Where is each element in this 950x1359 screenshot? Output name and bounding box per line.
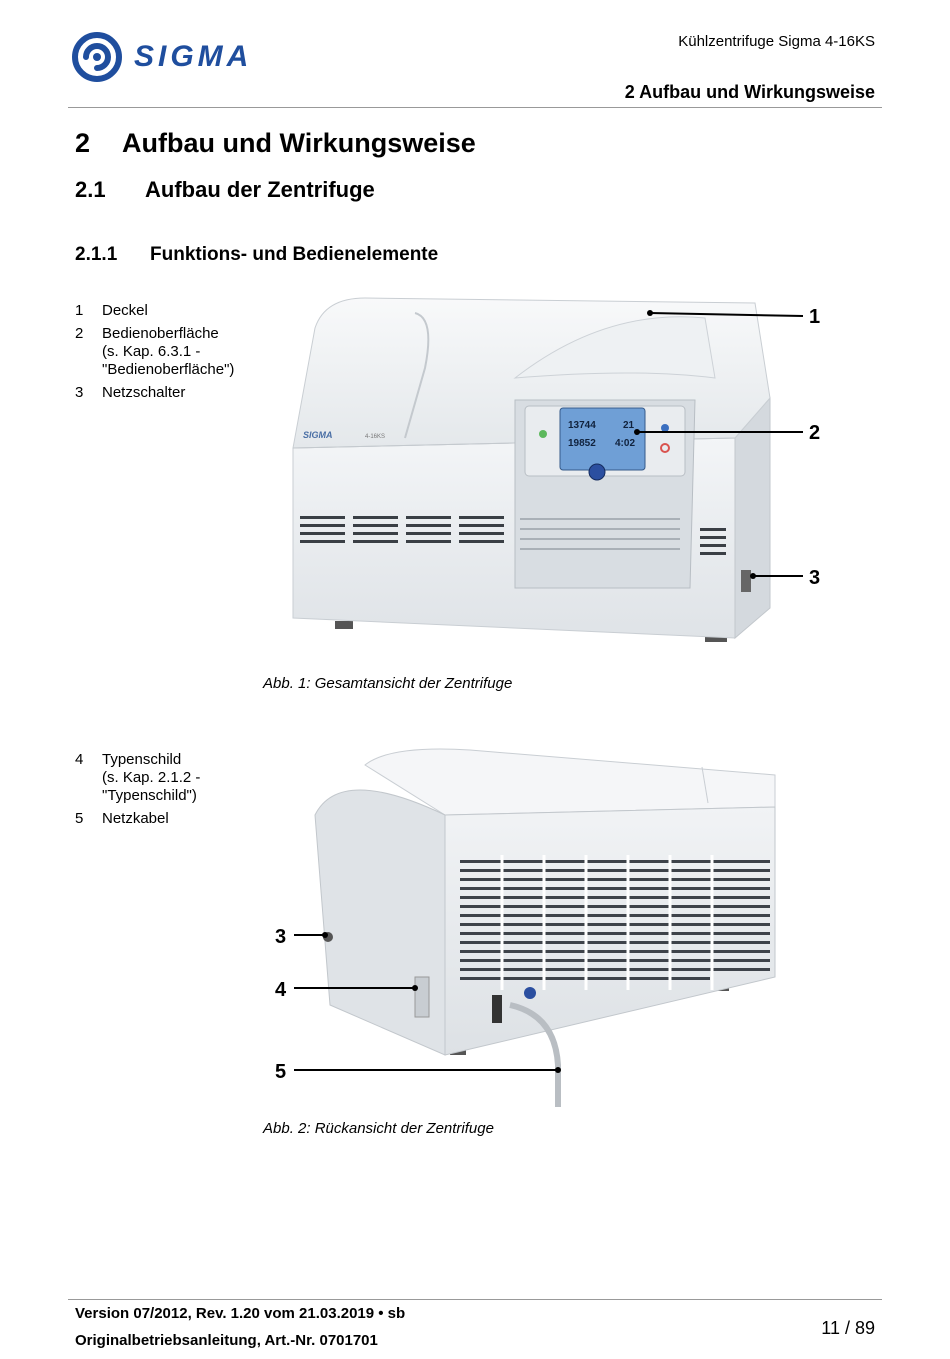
sigma-logo-wordmark: SIGMA (134, 40, 252, 73)
open-lid-button-icon (660, 443, 670, 453)
sigma-logo: SIGMA (72, 32, 252, 82)
start-button-icon (539, 430, 547, 438)
stop-button-icon (661, 424, 669, 432)
page-number: 11 / 89 (821, 1318, 875, 1338)
header-document-title: Kühlzentrifuge Sigma 4-16KS (678, 33, 875, 50)
heading-subsection-text: Funktions- und Bedienelemente (150, 244, 439, 265)
callout-5: 5 (275, 1061, 286, 1083)
control-knob-icon (588, 463, 606, 481)
heading-subsection: 2.1.1 Funktions- und Bedienelemente (75, 244, 438, 266)
header-chapter-title: 2 Aufbau und Wirkungsweise (624, 82, 875, 102)
heading-section-number: 2.1 (75, 177, 106, 202)
device-model-label: 4-16KS (365, 434, 385, 440)
callout-3: 3 (275, 926, 286, 948)
heading-chapter: 2 Aufbau und Wirkungsweise (75, 128, 476, 159)
display-rcf: 19852 (568, 438, 596, 449)
figure-1-caption: Abb. 1: Gesamtansicht der Zentrifuge (263, 675, 513, 692)
sigma-logo-mark-icon (72, 32, 122, 82)
device-brand-label: SIGMA (303, 430, 333, 440)
power-inlet-icon (492, 995, 502, 1023)
heading-subsection-number: 2.1.1 (75, 244, 118, 265)
type-plate-icon (414, 976, 430, 1018)
footer-divider (68, 1299, 882, 1300)
heading-chapter-text: Aufbau und Wirkungsweise (122, 128, 476, 158)
callout-4: 4 (275, 979, 287, 1001)
figure-front-view: SIGMA 4-16KS 13744 21 19852 4:02 1 2 3 (292, 297, 820, 642)
footer-version: Version 07/2012, Rev. 1.20 vom 21.03.201… (75, 1305, 406, 1322)
header-divider (68, 107, 882, 108)
display-temperature: 21 (623, 420, 635, 431)
display-speed: 13744 (568, 420, 596, 431)
heading-section-text: Aufbau der Zentrifuge (145, 177, 375, 202)
heading-chapter-number: 2 (75, 128, 91, 158)
heading-section: 2.1 Aufbau der Zentrifuge (75, 177, 375, 203)
power-cable-icon (509, 1002, 561, 1107)
display-time: 4:02 (615, 438, 635, 449)
callout-3: 3 (809, 567, 820, 589)
fuse-icon (524, 987, 536, 999)
figure-rear-view: 3 4 5 (275, 748, 776, 1107)
figure-2-caption: Abb. 2: Rückansicht der Zentrifuge (263, 1120, 494, 1137)
footer-article-number: Originalbetriebsanleitung, Art.-Nr. 0701… (75, 1332, 378, 1349)
power-switch-icon (741, 570, 751, 592)
callout-1: 1 (809, 306, 820, 328)
callout-2: 2 (809, 422, 820, 444)
